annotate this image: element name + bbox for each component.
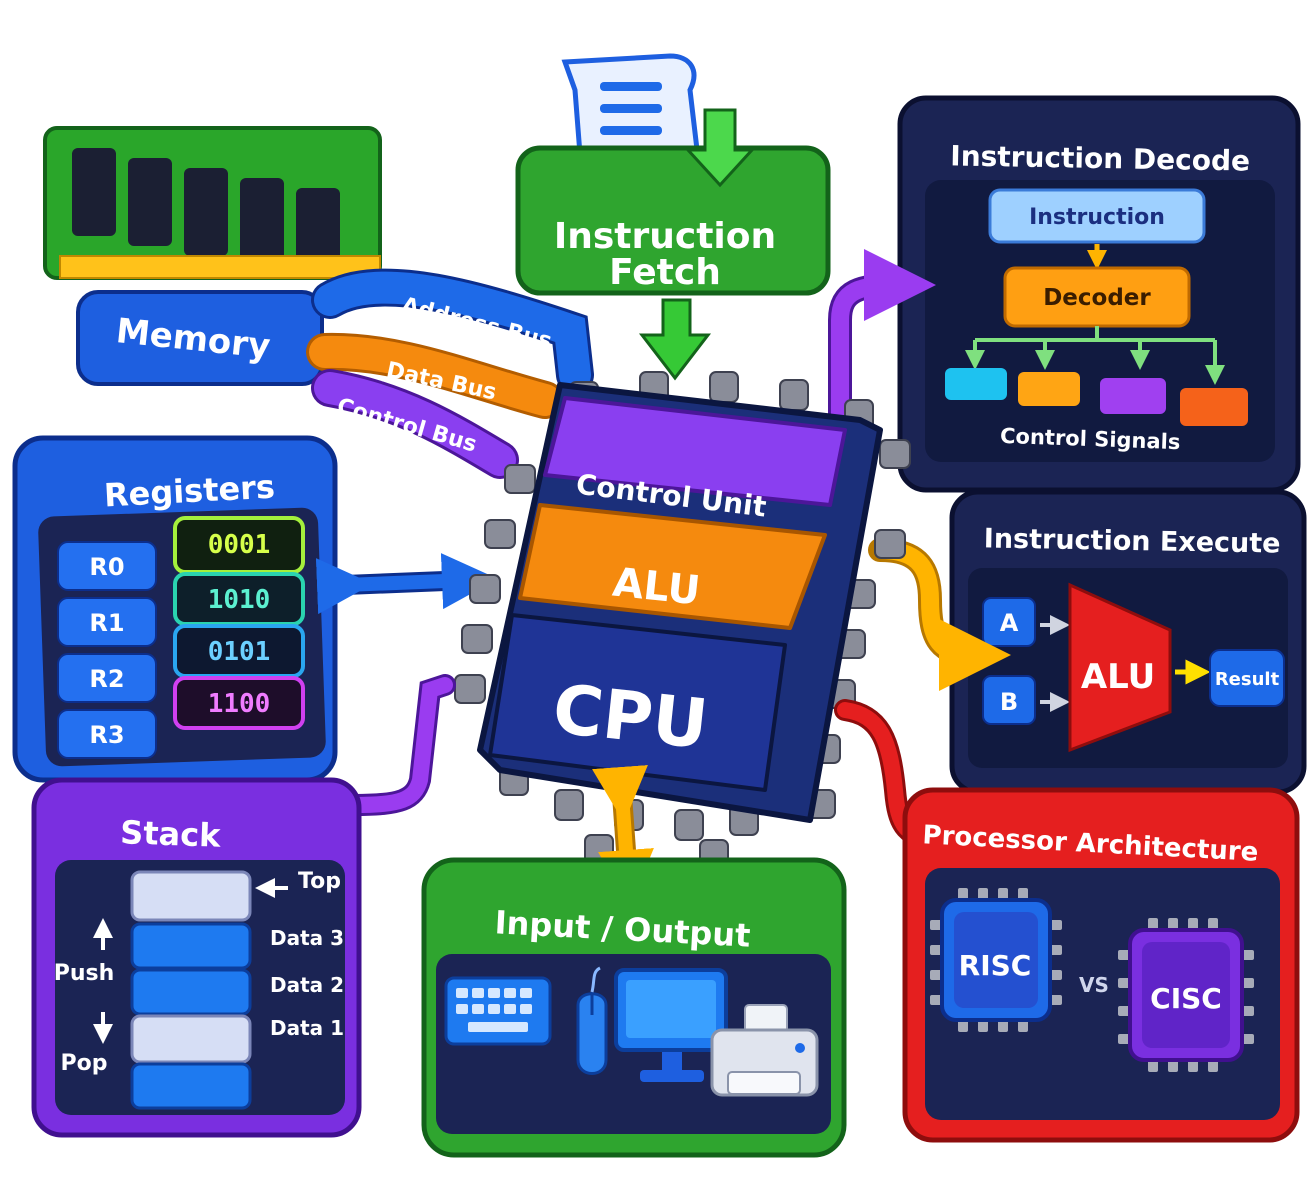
registers-cpu-double-arrow (315, 553, 498, 615)
decode-decoder: Decoder (1043, 285, 1151, 311)
register-name: R3 (89, 721, 124, 749)
fetch-label-line2: Fetch (609, 252, 721, 293)
register-value: 1010 (208, 585, 271, 615)
stack-item: Data 1 (270, 1016, 344, 1040)
register-r0: R0 0001 (57, 516, 305, 591)
stack-blocks (130, 870, 252, 1110)
stack-push-label: Push (54, 961, 115, 986)
register-r3: R3 1100 (57, 676, 305, 759)
register-r1: R1 1010 (57, 572, 305, 647)
execute-title: Instruction Execute (984, 523, 1281, 559)
stack-title: Stack (120, 813, 222, 854)
register-name: R0 (89, 553, 124, 581)
cpu-label: CPU (549, 670, 711, 765)
risc-chip-icon (930, 888, 1062, 1032)
register-r2: R2 0101 (57, 624, 305, 703)
instruction-fetch: Instruction Fetch (515, 53, 831, 381)
instruction-decode-panel: Instruction Decode Instruction Decoder C… (897, 95, 1301, 493)
cpu-chip: Control Unit ALU CPU (454, 371, 911, 871)
memory-module: Memory (43, 126, 382, 386)
printer-icon (710, 1004, 819, 1097)
stack-item: Data 3 (270, 926, 344, 950)
keyboard-icon (444, 976, 552, 1046)
register-value: 1100 (208, 689, 271, 719)
register-name: R2 (89, 665, 124, 693)
execute-alu-shape (1068, 582, 1172, 753)
cpu-core-block (488, 613, 787, 792)
cpu-to-decode-arrow (831, 249, 936, 420)
cpu-to-stack-connector (347, 677, 453, 813)
monitor-icon (614, 968, 728, 1082)
register-name: R1 (89, 609, 124, 637)
stack-top-label: Top (298, 869, 341, 894)
stack-item: Data 2 (270, 973, 344, 997)
io-panel: Input / Output (421, 857, 847, 1158)
cpu-to-execute-arrow (879, 541, 1011, 691)
cisc-label: CISC (1150, 982, 1222, 1015)
risc-label: RISC (959, 949, 1032, 982)
fetch-to-cpu-arrow-icon (638, 298, 712, 381)
processor-architecture-panel: Processor Architecture RISC VS CISC (902, 787, 1300, 1143)
decode-branch-lines (965, 326, 1225, 385)
control-signal-blocks (945, 368, 1248, 426)
cisc-chip-icon (1118, 918, 1254, 1072)
memory-chips (72, 148, 340, 276)
vs-label: VS (1079, 973, 1109, 997)
fetch-down-arrow-icon (684, 108, 756, 188)
execute-result: Result (1215, 669, 1280, 690)
mouse-icon (576, 966, 608, 1075)
alu-block (518, 503, 827, 630)
execute-input-a: A (1000, 609, 1019, 637)
registers-panel: Registers R0 0001 R1 1010 R2 0101 R3 110… (12, 435, 338, 783)
decode-instruction: Instruction (1029, 205, 1165, 230)
decode-title: Instruction Decode (950, 139, 1250, 177)
instruction-execute-panel: Instruction Execute A B ALU Result (949, 489, 1307, 795)
registers-title: Registers (103, 468, 276, 515)
register-value: 0001 (208, 530, 271, 560)
stack-panel: Stack Top Data 3 Data 2 Data 1 Push Pop (31, 777, 362, 1138)
execute-alu: ALU (1081, 657, 1155, 697)
stack-pop-label: Pop (61, 1051, 108, 1076)
alu-label: ALU (610, 560, 702, 615)
control-unit-block (543, 396, 847, 507)
register-value: 0101 (208, 637, 271, 667)
execute-input-b: B (1000, 688, 1018, 716)
fetch-label-line1: Instruction (554, 216, 776, 257)
data-bus: Data Bus (306, 332, 564, 419)
